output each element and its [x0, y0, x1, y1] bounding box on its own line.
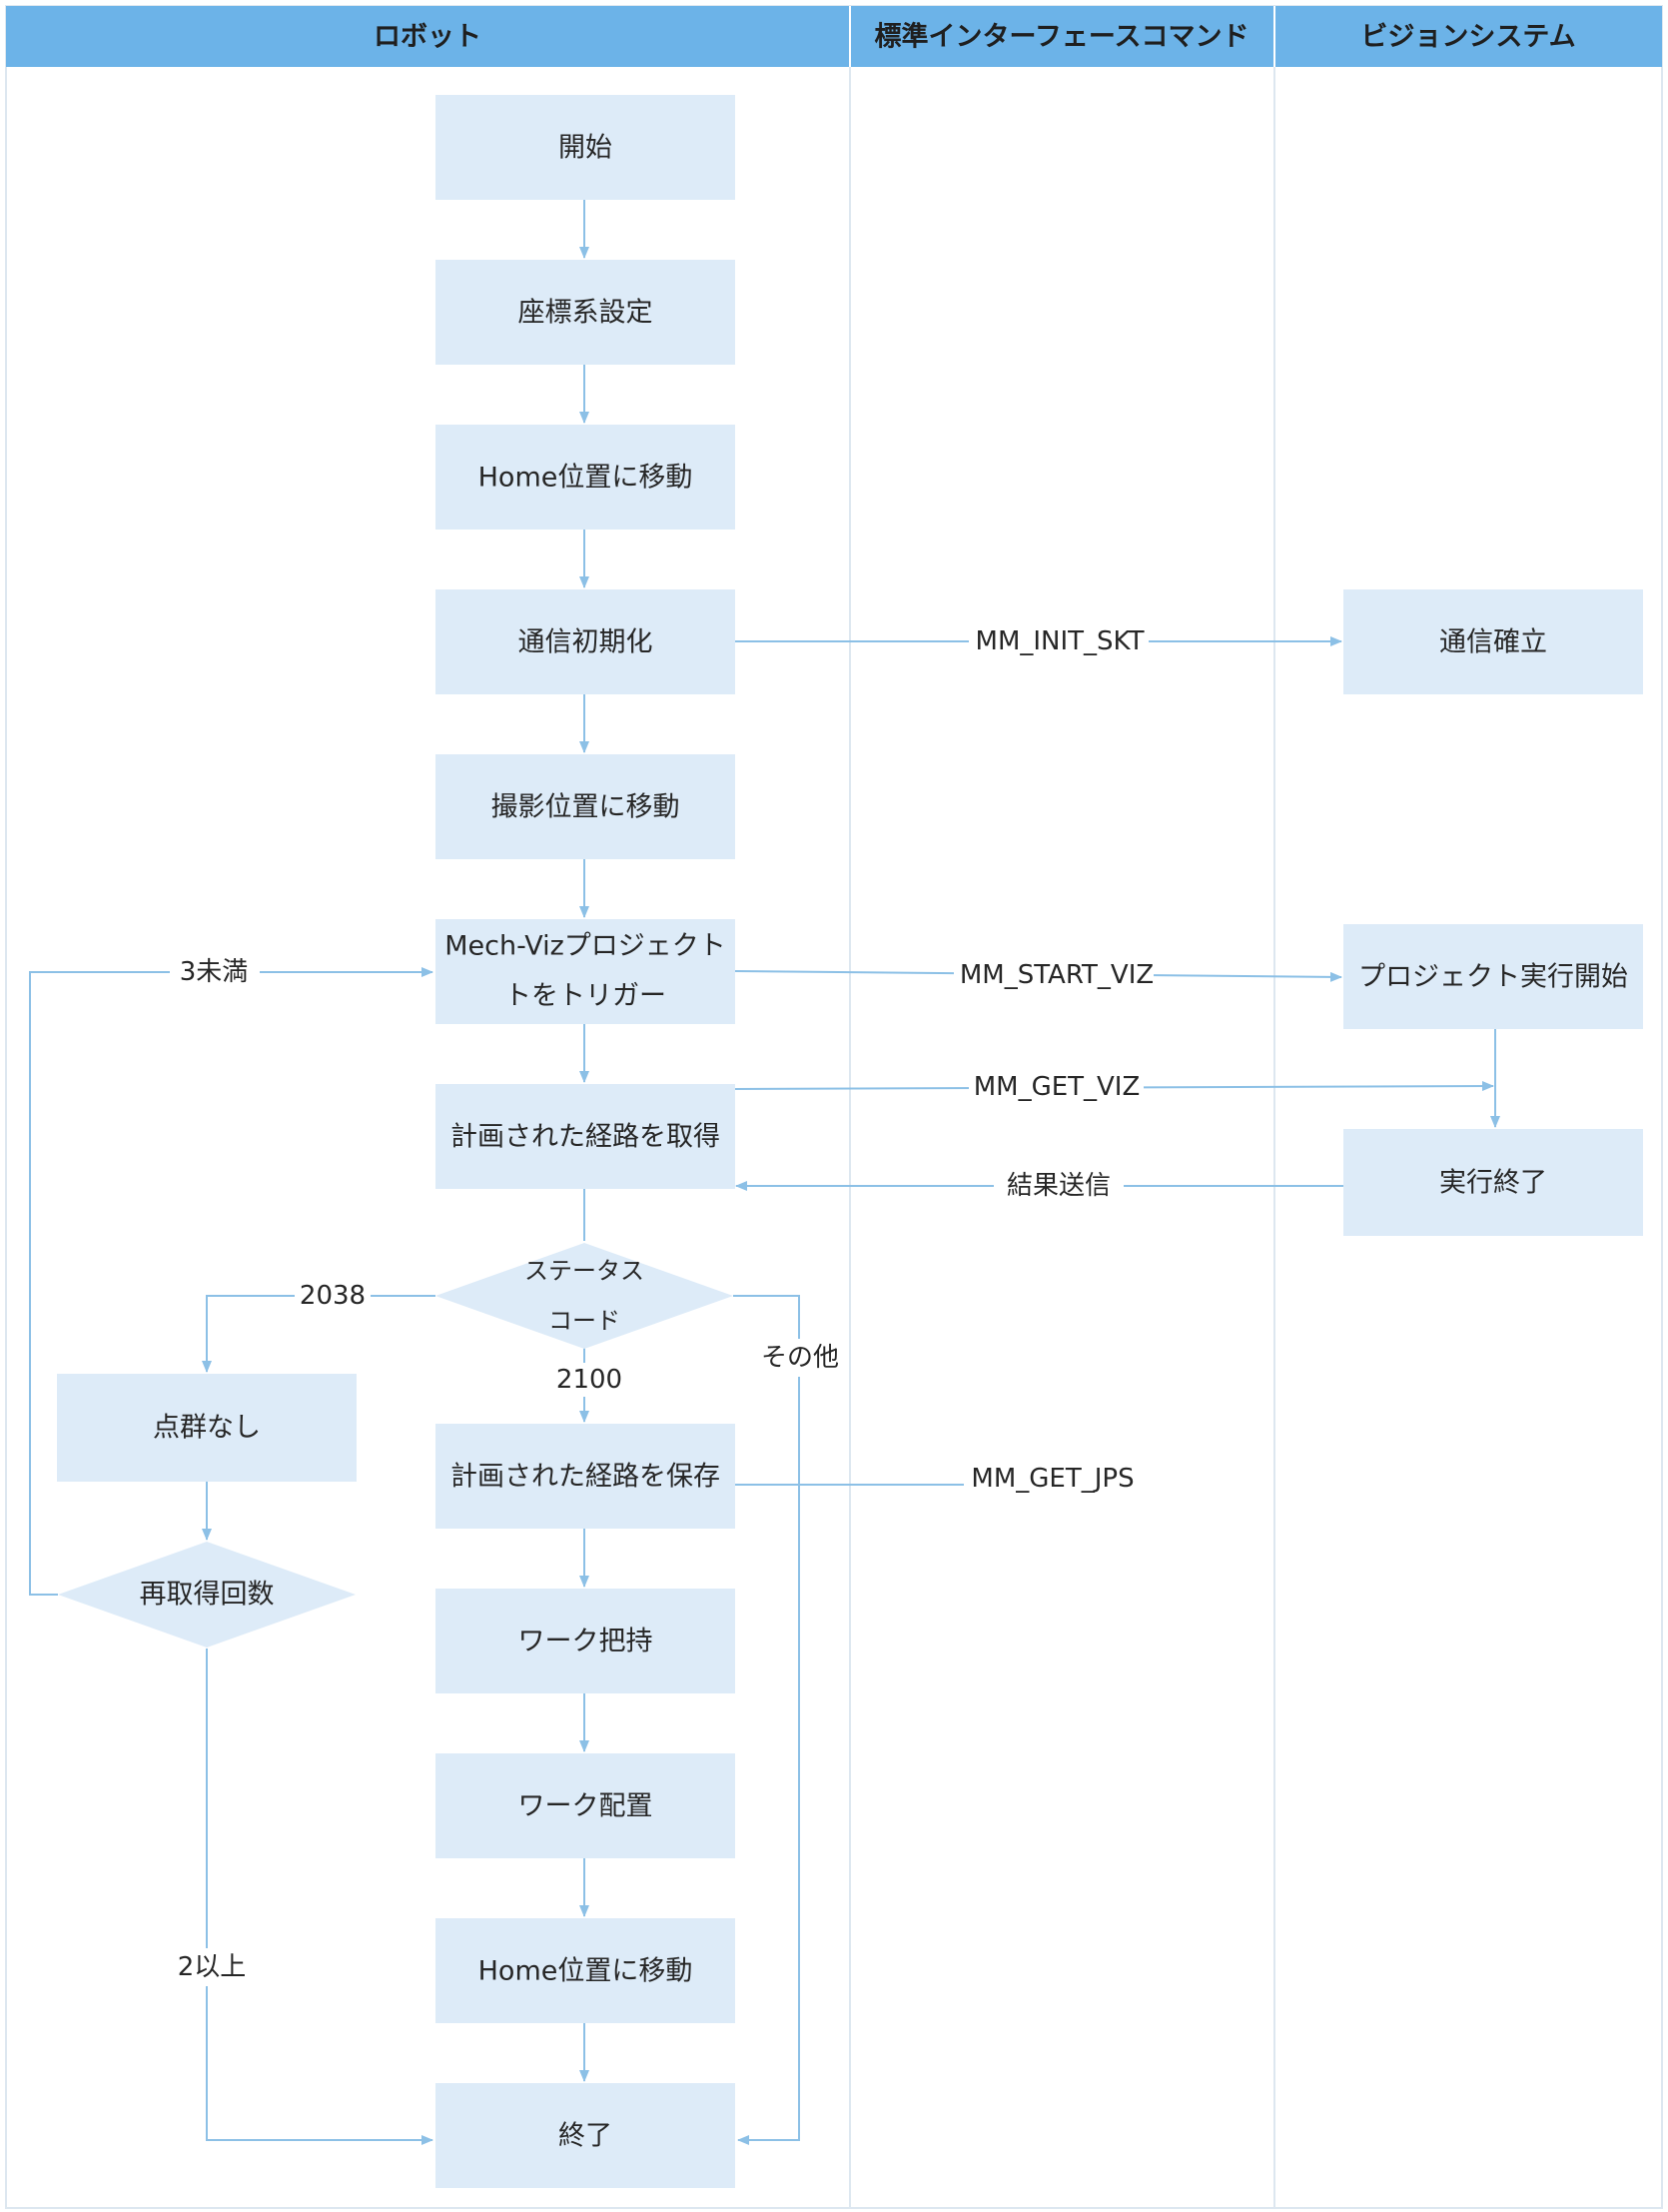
node-no-point-cloud: 点群なし	[57, 1374, 357, 1482]
node-start: 開始	[435, 95, 735, 200]
nodes: 開始 座標系設定 Home位置に移動 通信初期化 撮影位置に移動 Mech-Vi…	[57, 95, 1643, 2188]
edge-status-other	[733, 1295, 800, 2145]
lane-title-robot: ロボット	[374, 22, 481, 53]
node-comm-init-label: 通信初期化	[518, 627, 653, 658]
node-project-start: プロジェクト実行開始	[1343, 924, 1643, 1029]
label-mm-init-skt: MM_INIT_SKT	[976, 626, 1145, 656]
node-trigger-project: Mech-Vizプロジェクト トをトリガー	[435, 919, 735, 1024]
label-mm-get-viz: MM_GET_VIZ	[974, 1072, 1141, 1102]
lane-title-interface: 標準インターフェースコマンド	[874, 21, 1249, 53]
node-status-code-label-1: ステータス	[524, 1257, 644, 1285]
node-move-home-2: Home位置に移動	[435, 1918, 735, 2023]
node-move-home-1: Home位置に移動	[435, 425, 735, 530]
lane-frame: ロボット 標準インターフェースコマンド ビジョンシステム	[5, 5, 1663, 2209]
node-get-planned-path: 計画された経路を取得	[435, 1084, 735, 1189]
label-two-or-more: 2以上	[178, 1952, 247, 1982]
header-band	[6, 6, 1662, 67]
node-move-capture-label: 撮影位置に移動	[491, 792, 680, 823]
label-code-2038: 2038	[300, 1281, 366, 1311]
node-trigger-project-label-1: Mech-Vizプロジェクト	[444, 931, 726, 962]
label-result-send: 結果送信	[1007, 1171, 1111, 1201]
node-retry-count-decision: 再取得回数	[58, 1542, 356, 1648]
node-exec-end: 実行終了	[1343, 1129, 1643, 1236]
node-save-planned-path: 計画された経路を保存	[435, 1424, 735, 1529]
node-coordinate-setup: 座標系設定	[435, 260, 735, 365]
lane-title-vision: ビジョンシステム	[1360, 22, 1575, 53]
label-mm-get-jps: MM_GET_JPS	[971, 1464, 1134, 1494]
label-code-2100: 2100	[556, 1365, 622, 1395]
node-move-home-2-label: Home位置に移動	[478, 1956, 693, 1987]
node-retry-count-label: 再取得回数	[140, 1580, 275, 1611]
label-other: その他	[761, 1343, 839, 1373]
node-save-planned-path-label: 計画された経路を保存	[450, 1462, 720, 1493]
edge-retry-2ormore	[206, 1649, 433, 2145]
node-comm-init: 通信初期化	[435, 589, 735, 694]
node-end-label: 終了	[558, 2121, 612, 2152]
node-pick-workpiece: ワーク把持	[435, 1589, 735, 1693]
node-move-capture: 撮影位置に移動	[435, 754, 735, 859]
node-place-workpiece: ワーク配置	[435, 1753, 735, 1858]
edge-labels: MM_INIT_SKT MM_START_VIZ MM_GET_VIZ 結果送信…	[168, 623, 1154, 1986]
node-status-code-label-2: コード	[548, 1307, 620, 1335]
node-project-start-label: プロジェクト実行開始	[1358, 962, 1628, 993]
node-place-workpiece-label: ワーク配置	[518, 1791, 653, 1822]
node-status-code-decision: ステータス コード	[435, 1243, 733, 1349]
node-coordinate-setup-label: 座標系設定	[518, 298, 653, 329]
node-move-home-1-label: Home位置に移動	[478, 463, 693, 494]
node-end: 終了	[435, 2083, 735, 2188]
node-exec-end-label: 実行終了	[1439, 1168, 1547, 1199]
node-trigger-project-label-2: トをトリガー	[504, 981, 666, 1012]
node-comm-established-label: 通信確立	[1439, 627, 1547, 658]
label-less-than-3: 3未満	[180, 957, 249, 987]
node-pick-workpiece-label: ワーク把持	[518, 1627, 653, 1658]
node-start-label: 開始	[558, 133, 612, 164]
node-comm-established: 通信確立	[1343, 589, 1643, 694]
label-mm-start-viz: MM_START_VIZ	[960, 960, 1154, 990]
node-get-planned-path-label: 計画された経路を取得	[450, 1122, 720, 1153]
node-no-point-cloud-label: 点群なし	[153, 1413, 261, 1444]
